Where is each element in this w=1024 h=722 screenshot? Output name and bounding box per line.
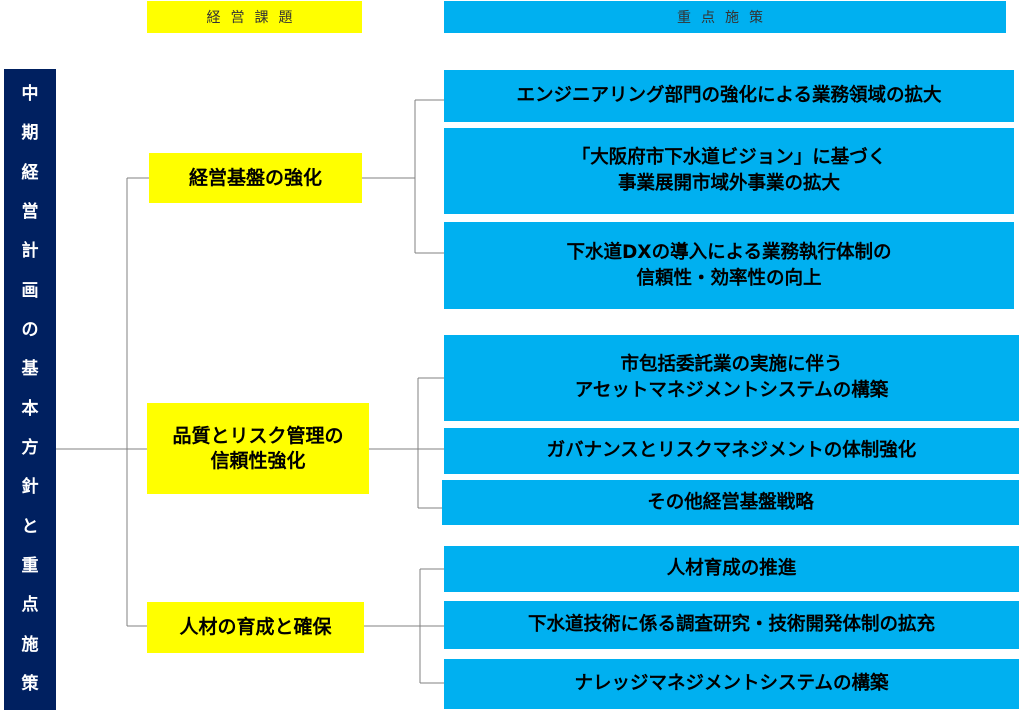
policy-title-char: 経 xyxy=(21,162,39,183)
issue-box-3: 人材の育成と確保 xyxy=(147,602,364,653)
policy-title-char: 基 xyxy=(21,359,39,380)
policy-title-char: 中 xyxy=(21,84,39,105)
policy-title-char: 点 xyxy=(21,595,39,616)
policy-title-char: 施 xyxy=(21,634,39,655)
measure-box-1-1: エンジニアリング部門の強化による業務領域の拡大 xyxy=(444,70,1014,122)
measures-header: 重点施策 xyxy=(444,1,1006,33)
measure-box-1-2: 「大阪府市下水道ビジョン」に基づく 事業展開市域外事業の拡大 xyxy=(444,128,1014,214)
policy-title-char: 画 xyxy=(21,280,39,301)
policy-title-char: の xyxy=(21,320,39,341)
policy-title-char: 期 xyxy=(21,123,39,144)
measure-box-2-2: ガバナンスとリスクマネジメントの体制強化 xyxy=(444,428,1019,474)
measure-box-2-1: 市包括委託業の実施に伴う アセットマネジメントシステムの構築 xyxy=(444,335,1019,421)
policy-title-char: 針 xyxy=(21,477,39,498)
policy-title-char: 方 xyxy=(21,437,39,458)
measure-box-1-3: 下水道DXの導入による業務執行体制の 信頼性・効率性の向上 xyxy=(444,222,1014,309)
policy-title-char: 本 xyxy=(21,398,39,419)
policy-title-char: と xyxy=(21,516,39,537)
issue-box-1: 経営基盤の強化 xyxy=(149,153,362,203)
measure-box-2-3: その他経営基盤戦略 xyxy=(442,480,1019,525)
policy-title: 中期経営計画の基本方針と重点施策 xyxy=(4,69,56,710)
policy-title-char: 計 xyxy=(21,241,39,262)
policy-title-char: 営 xyxy=(21,202,39,223)
issue-box-2: 品質とリスク管理の 信頼性強化 xyxy=(147,403,369,494)
policy-title-char: 策 xyxy=(21,673,39,694)
issues-header: 経営課題 xyxy=(147,1,362,33)
measure-box-3-2: 下水道技術に係る調査研究・技術開発体制の拡充 xyxy=(444,601,1019,649)
measure-box-3-3: ナレッジマネジメントシステムの構築 xyxy=(444,659,1019,709)
measure-box-3-1: 人材育成の推進 xyxy=(444,546,1019,592)
policy-title-char: 重 xyxy=(21,555,39,576)
